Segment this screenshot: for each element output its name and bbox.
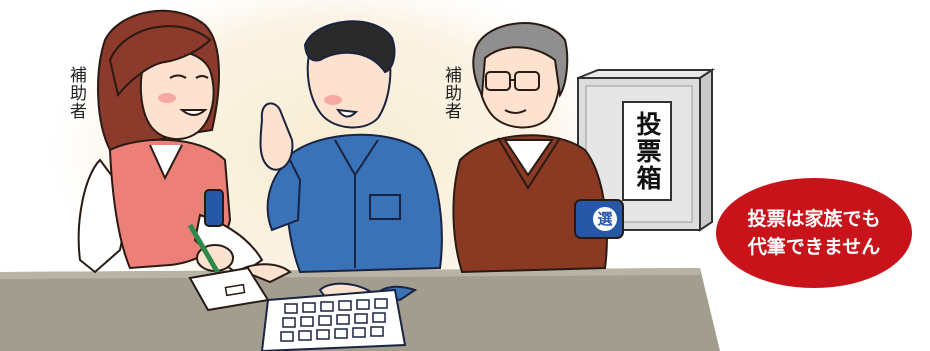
voter-man	[259, 20, 443, 314]
notice-badge: 投票は家族でも 代筆できません	[716, 178, 912, 288]
notice-line-2: 代筆できません	[747, 236, 881, 258]
armband-badge: 選	[593, 207, 617, 231]
helper-woman	[77, 9, 292, 284]
candidate-sheet	[260, 288, 407, 351]
helper-label-left: 補助者	[66, 66, 86, 120]
ballot-box-label: 投票箱	[622, 101, 672, 201]
notice-line-1: 投票は家族でも	[747, 208, 881, 230]
helper-label-right: 補助者	[441, 66, 461, 120]
